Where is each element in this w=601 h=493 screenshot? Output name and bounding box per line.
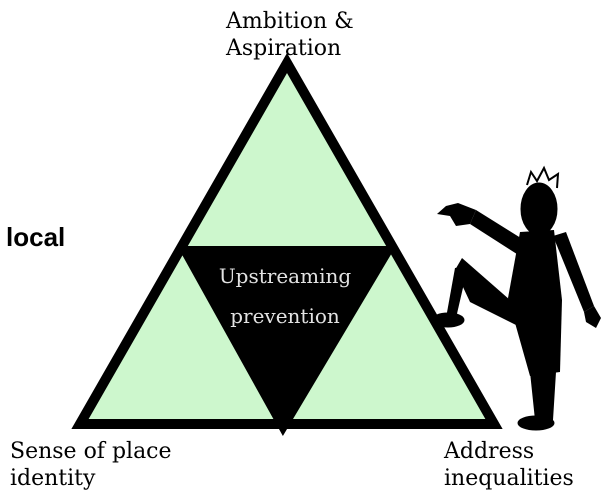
center-label-line-2: prevention bbox=[230, 304, 340, 328]
bottom-right-label-line-1: Address bbox=[444, 439, 535, 464]
bottom-left-label-line-1: Sense of place bbox=[10, 439, 172, 464]
center-label-line-1: Upstreaming bbox=[218, 264, 352, 288]
bottom-right-vertex-label: Address inequalities bbox=[444, 438, 574, 492]
top-label-line-1: Ambition & bbox=[226, 9, 354, 34]
bottom-left-vertex-label: Sense of place identity bbox=[10, 438, 172, 492]
top-label-line-2: Aspiration bbox=[226, 36, 342, 61]
center-label: Upstreaming prevention bbox=[190, 256, 380, 336]
center-inverted-triangle bbox=[177, 246, 397, 437]
stick-figure-icon bbox=[431, 165, 601, 431]
bottom-right-label-line-2: inequalities bbox=[444, 466, 574, 491]
side-label: local bbox=[6, 222, 66, 252]
bottom-left-label-line-2: identity bbox=[10, 466, 96, 491]
top-vertex-label: Ambition & Aspiration bbox=[226, 8, 354, 62]
